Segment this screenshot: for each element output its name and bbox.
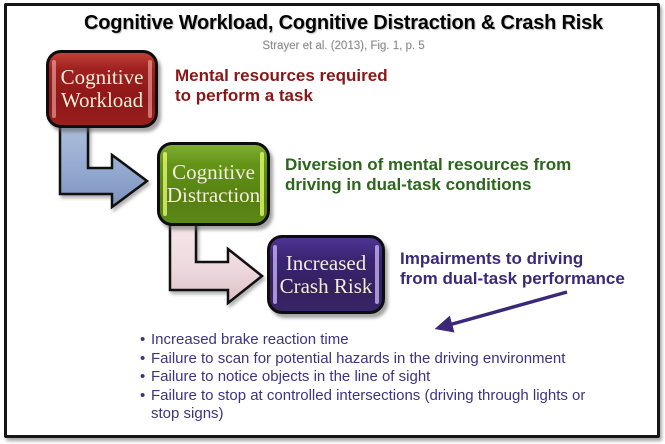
node-label-line: Workload (60, 88, 144, 112)
figure-citation: Strayer et al. (2013), Fig. 1, p. 5 (262, 40, 425, 52)
node-label-line: Distraction (166, 183, 261, 207)
description-line: driving in dual-task conditions (285, 175, 532, 194)
distraction-description: Diversion of mental resources from drivi… (285, 155, 571, 195)
crash-risk-description: Impairments to driving from dual-task pe… (400, 249, 625, 289)
node-label-line: Cognitive (60, 65, 144, 89)
node-label-line: Crash Risk (279, 273, 373, 298)
workload-description: Mental resources required to perform a t… (175, 66, 388, 106)
description-line: from dual-task performance (400, 269, 625, 288)
description-line: Diversion of mental resources from (285, 155, 572, 174)
node-increased-crash-risk: Increased Crash Risk (267, 235, 385, 314)
impairment-examples-list: Increased brake reaction time Failure to… (140, 331, 612, 424)
figure-title: Cognitive Workload, Cognitive Distractio… (84, 12, 603, 34)
list-item: Failure to scan for potential hazards in… (140, 350, 612, 369)
list-item: Increased brake reaction time (140, 331, 612, 350)
node-cognitive-distraction: Cognitive Distraction (157, 142, 270, 226)
description-line: to perform a task (175, 86, 313, 105)
node-label-line: Increased (285, 250, 367, 275)
node-label-line: Cognitive (172, 160, 255, 184)
list-item: Failure to notice objects in the line of… (140, 368, 612, 387)
node-cognitive-workload: Cognitive Workload (46, 50, 158, 128)
description-line: Impairments to driving (400, 249, 584, 268)
list-item: Failure to stop at controlled intersecti… (140, 387, 612, 424)
description-line: Mental resources required (175, 66, 388, 85)
